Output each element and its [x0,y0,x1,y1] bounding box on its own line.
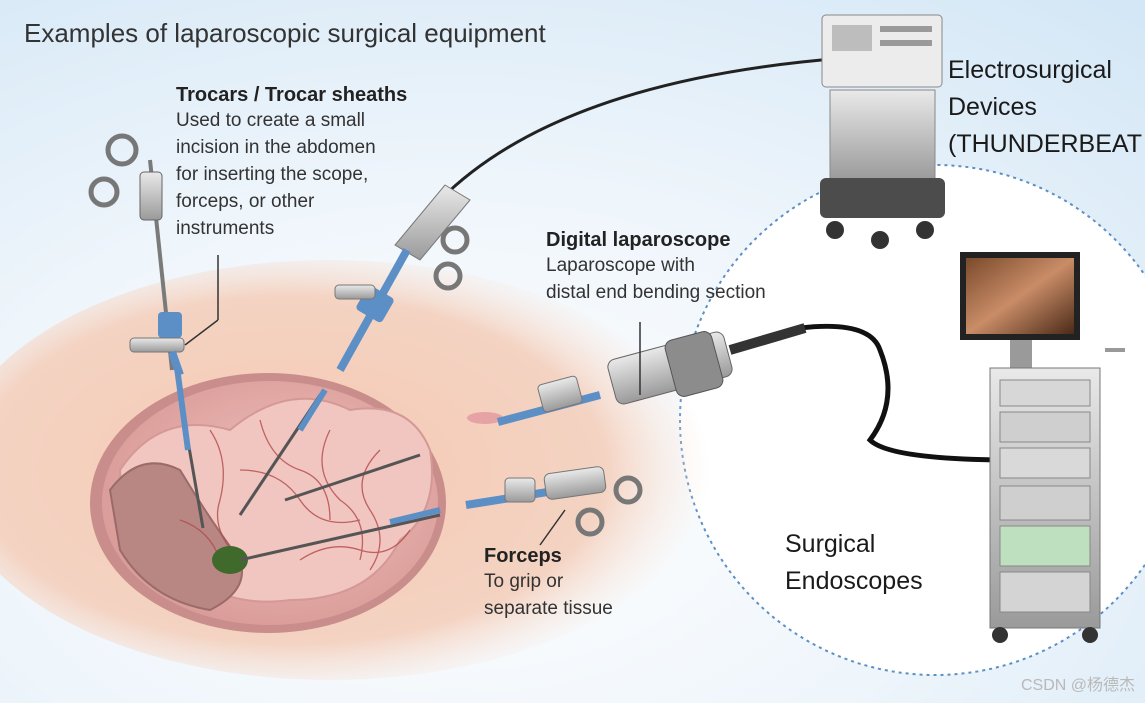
electrosurgical-line: (THUNDERBEAT [948,130,1142,158]
diagram-title: Examples of laparoscopic surgical equipm… [24,18,546,48]
trocar-desc-line: Used to create a small [176,110,366,131]
scope-trocar-instrument [334,56,846,372]
laparoscope-desc-line: distal end bending section [546,282,766,303]
trocar-desc-line: forceps, or other [176,191,315,212]
forceps-instrument [465,466,643,546]
forceps-heading: Forceps [484,545,562,567]
electrosurgical-line: Devices [948,93,1037,121]
watermark: CSDN @杨德杰 [1020,677,1135,694]
trocar-heading: Trocars / Trocar sheaths [176,84,408,106]
incision-mark [467,412,503,424]
forceps-label: Forceps To grip or separate tissue [484,545,613,622]
electrosurgical-device [820,14,945,249]
laparoscope-heading: Digital laparoscope [546,229,731,251]
laparoscope-label: Digital laparoscope Laparoscope with dis… [546,229,766,306]
trocar-desc-line: for inserting the scope, [176,164,369,185]
forceps-desc-line: separate tissue [484,598,613,619]
endoscopes-label: Surgical Endoscopes [785,526,923,600]
abdominal-cavity-cutaway [90,373,446,633]
trocar-label: Trocars / Trocar sheaths Used to create … [176,84,407,242]
electrosurgical-line: Electrosurgical [948,56,1112,84]
electrosurgical-label: Electrosurgical Devices (THUNDERBEAT [948,52,1142,163]
trocar-desc-line: instruments [176,218,275,239]
laparoscope-desc-line: Laparoscope with [546,255,695,276]
endoscope-tower [960,252,1125,643]
endoscopes-line: Endoscopes [785,567,923,595]
gallbladder [212,546,248,574]
forceps-desc-line: To grip or [484,571,564,592]
laparoscope-instrument [496,322,1016,463]
endoscopes-line: Surgical [785,530,876,558]
trocar-desc-line: incision in the abdomen [176,137,376,158]
trocar-instrument [88,133,185,377]
